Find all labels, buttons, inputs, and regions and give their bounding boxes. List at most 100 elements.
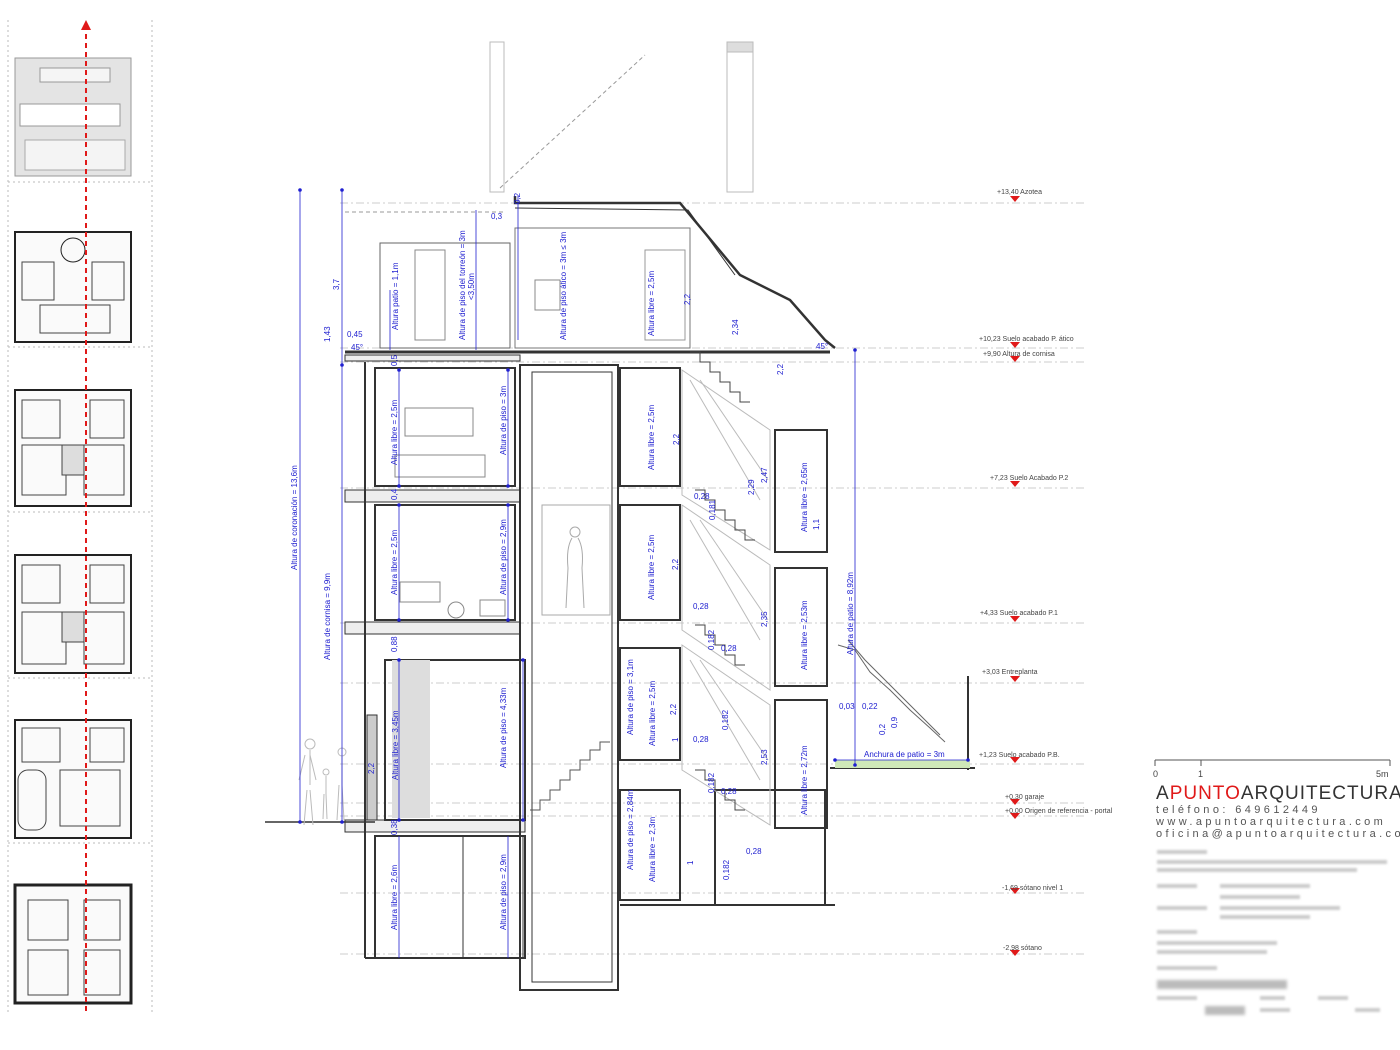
dim-label: 0,28 (721, 787, 737, 796)
dim-label: 0,28 (721, 644, 737, 653)
dim-label: 0,28 (746, 847, 762, 856)
dim-label: 0,2 (513, 192, 522, 204)
level-label: -1,69 sótano nivel 1 (1002, 885, 1063, 892)
dim-label: Altura patio = 1,1m (391, 262, 400, 330)
level-markers (1010, 196, 1020, 956)
level-label: +13,40 Azotea (997, 189, 1042, 196)
dim-label: 2,2 (671, 558, 680, 570)
dim-label: Altura libre = 2,3m (648, 817, 657, 882)
brand-rest: ARQUITECTURA (1240, 783, 1400, 804)
dim-label: 2,2 (669, 703, 678, 715)
dim-label: Altura libre = 2,53m (800, 600, 809, 670)
plan-basement (13, 883, 133, 1005)
dim-label: 45° (816, 342, 828, 351)
dim-label: Altura libre = 2,5m (390, 400, 399, 465)
dim-label: Anchura de patio = 3m (864, 750, 945, 759)
dim-label: Altura libre = 2,65m (800, 462, 809, 532)
dim-label: Altura de coronación = 13,6m (290, 465, 299, 570)
dim-label: Altura de piso = 2,9m (499, 519, 508, 595)
level-labels: +13,40 Azotea +10,23 Suelo acabado P. át… (979, 189, 1113, 952)
dim-label: 2,2 (367, 762, 376, 774)
scale-five: 5m (1376, 769, 1389, 779)
dim-label: 1 (671, 737, 680, 742)
dim-label: 2,2 (683, 293, 692, 305)
dim-label: 0,4 (390, 488, 399, 500)
dim-label: Altura libre = 2,5m (648, 681, 657, 746)
brand-logo: APUNTOARQUITECTURA (1156, 783, 1400, 805)
dim-label: 45° (351, 343, 363, 352)
dim-label: Altura de piso ático = 3m ≤ 3m (559, 231, 568, 340)
dim-label: Altura de cornisa = 9,9m (323, 573, 332, 660)
dim-label: 1 (686, 860, 695, 865)
dim-label: Altura de piso = 2,9m (499, 854, 508, 930)
level-lines (340, 202, 1085, 955)
dim-label: 0,88 (390, 636, 399, 652)
building-section (265, 41, 975, 991)
dim-label: Altura de patio = 8,92m (846, 572, 855, 655)
dim-label: Altura libre = 2,5m (647, 271, 656, 336)
brand-a: A (1156, 783, 1170, 804)
scale-bar (1154, 759, 1391, 766)
dim-label: 0,28 (693, 735, 709, 744)
level-label: +3,03 Entreplanta (982, 669, 1038, 676)
contact-phone: teléfono: 649612449 (1156, 804, 1321, 816)
dim-label: 2,2 (672, 433, 681, 445)
level-label: +7,23 Suelo Acabado P.2 (990, 475, 1068, 482)
dimension-lines (298, 188, 970, 958)
dim-label: Altura libre = 2,5m (647, 535, 656, 600)
dim-label: Altura libre = 2,72m (800, 745, 809, 815)
contact-email: oficina@apuntoarquitectura.com (1156, 828, 1400, 840)
dim-label: 0,22 (862, 702, 878, 711)
dim-label: 0,3 (491, 212, 503, 221)
dim-label: 2,2 (776, 363, 785, 375)
dim-label: 2,47 (760, 467, 769, 483)
dim-label: 0,2 (878, 723, 887, 735)
dim-label: Altura de piso = 3m (499, 386, 508, 455)
dim-label: 2,53 (760, 749, 769, 765)
cut-arrow-icon (81, 20, 91, 30)
plan-ground-floor (14, 719, 132, 839)
dim-label: 0,38 (390, 819, 399, 835)
dimension-labels: Altura de coronación = 13,6m Altura de c… (290, 192, 945, 930)
level-label: +10,23 Suelo acabado P. ático (979, 336, 1074, 343)
brand-punto: PUNTO (1169, 783, 1241, 804)
dim-label: 0,182 (707, 629, 716, 650)
level-label: -2,98 sótano (1003, 945, 1042, 952)
dim-label: Altura de piso = 3,1m (626, 659, 635, 735)
level-label: +0,00 Origen de referencia - portal (1005, 808, 1113, 815)
dim-label: 3,7 (332, 278, 341, 290)
plan-second-floor (14, 389, 132, 507)
dim-label: 0,28 (693, 602, 709, 611)
level-label: +1,23 Suelo acabado P.B. (979, 752, 1060, 759)
dim-label: 1,1 (812, 518, 821, 530)
dim-label: 0,182 (722, 859, 731, 880)
dim-label: 0,28 (694, 492, 710, 501)
dim-label: Altura de piso = 2,84m (626, 789, 635, 870)
scale-one: 1 (1198, 769, 1204, 779)
dim-label: 0,9 (890, 716, 899, 728)
dim-label: 0,5 (390, 354, 399, 366)
dim-label: 0,45 (347, 330, 363, 339)
level-label: +4,33 Suelo acabado P.1 (980, 610, 1058, 617)
plan-first-floor (14, 554, 132, 674)
dim-label: Altura libre = 2,6m (390, 865, 399, 930)
plan-attic (14, 231, 132, 343)
scale-zero: 0 (1153, 769, 1159, 779)
dim-label: 2,35 (760, 611, 769, 627)
floor-plan-thumbnails (7, 20, 153, 1015)
dim-label: 0,182 (707, 772, 716, 793)
dim-label: 2,34 (731, 319, 740, 335)
dim-label: Altura libre = 2,5m (647, 405, 656, 470)
plan-roof (14, 57, 132, 177)
dim-label: Altura libre = 2,5m (390, 530, 399, 595)
dim-label: Altura de piso del torreón = 3m (458, 230, 467, 340)
dim-label: Altura de piso = 4,33m (499, 687, 508, 768)
dim-label: 0,182 (721, 709, 730, 730)
dim-label: <3,50m (467, 273, 476, 300)
dim-label: 2,29 (747, 479, 756, 495)
dim-label: 0,03 (839, 702, 855, 711)
level-label: +9,90 Altura de cornisa (983, 351, 1055, 358)
contact-web: www.apuntoarquitectura.com (1156, 816, 1387, 828)
dim-label: Altura libre = 3,45m (391, 710, 400, 780)
